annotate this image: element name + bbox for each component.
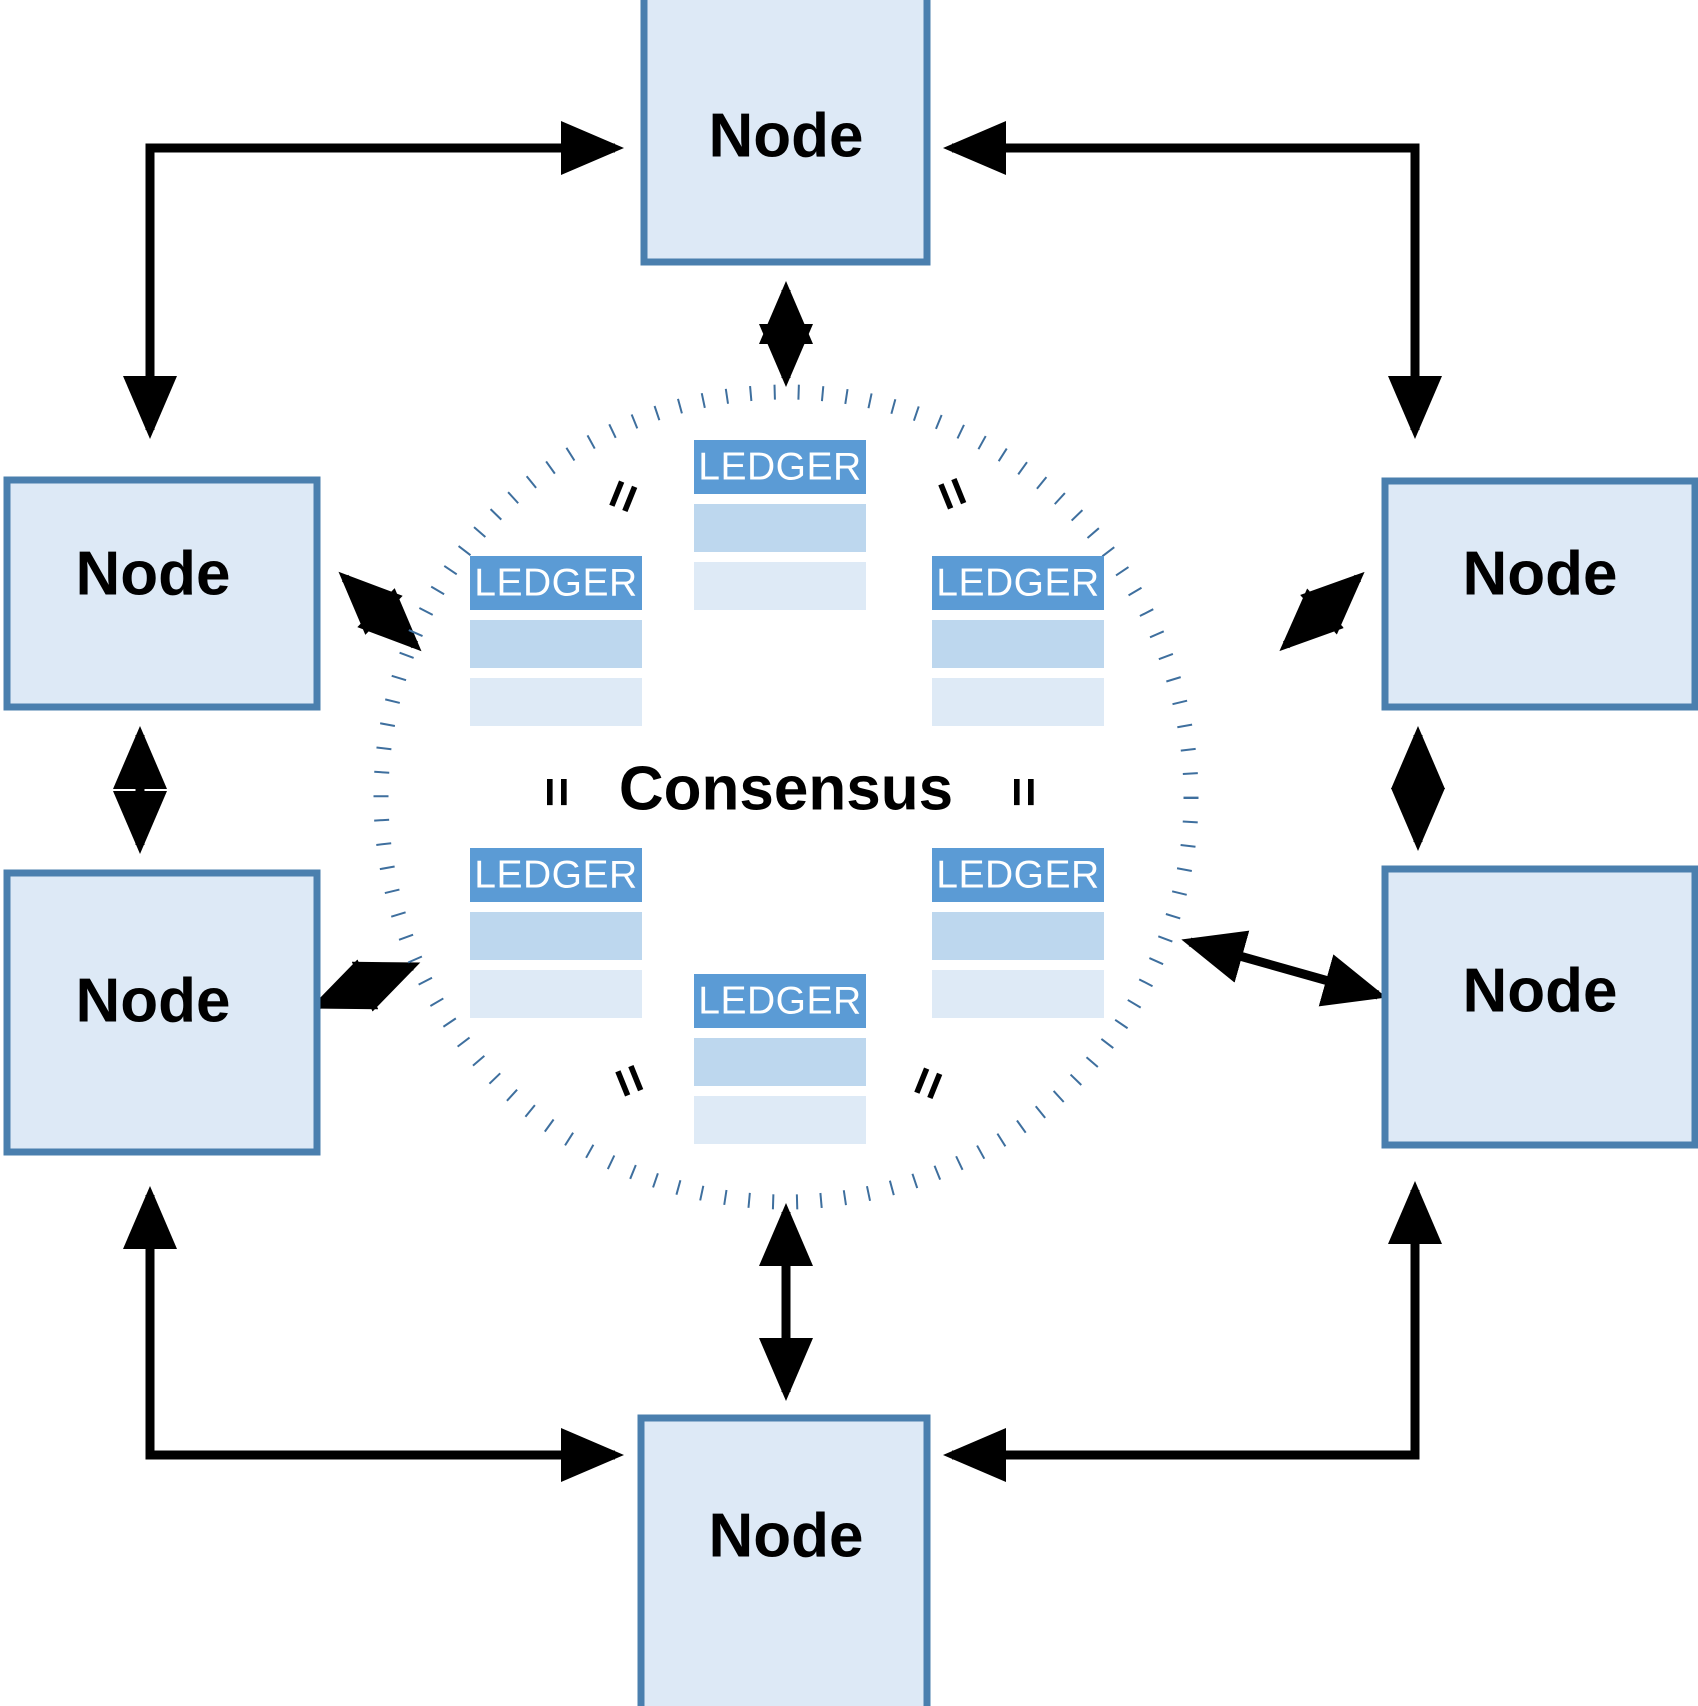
ledger-right-upper[interactable]: LEDGER [932,556,1104,726]
node-top-label: Node [709,101,864,170]
link-botleft-elbow [123,1186,624,1482]
node-left-lower[interactable]: Node [3,869,321,1156]
spoke-right-lower [1181,930,1387,1007]
eq-lower-left-icon: = [596,1056,661,1106]
ledger-left-upper[interactable]: LEDGER [470,556,642,726]
node-right-lower-label: Node [1463,956,1618,1025]
ledger-bottom-label: LEDGER [698,979,861,1022]
ledger-right-lower[interactable]: LEDGER [932,848,1104,1018]
node-left-upper-rect[interactable] [3,476,321,711]
ledger-left-upper-header[interactable] [470,556,642,610]
node-left-upper[interactable]: Node [3,476,321,711]
link-topright-elbow [943,121,1442,439]
node-top-rect[interactable] [640,0,931,266]
node-right-upper[interactable]: Node [1381,477,1698,711]
ledger-bottom-header[interactable] [694,974,866,1028]
ledger-right-lower-row-3 [932,970,1104,1018]
ledger-top-row-2 [694,504,866,552]
spoke-right-upper [1279,571,1365,652]
spoke-left-lower [309,959,421,1012]
ledger-right-lower-header[interactable] [932,848,1104,902]
node-right-lower-rect[interactable] [1381,865,1698,1149]
node-right-upper-rect[interactable] [1381,477,1698,711]
ledger-right-upper-label: LEDGER [936,561,1099,604]
ledger-right-lower-label: LEDGER [936,853,1099,896]
spoke-connectors [309,281,1387,1401]
ledger-left-lower-row-2 [470,912,642,960]
node-top[interactable]: Node [640,0,931,266]
ledger-left-lower-row-3 [470,970,642,1018]
ledger-right-upper-header[interactable] [932,556,1104,610]
ledger-left-lower[interactable]: LEDGER [470,848,642,1018]
consensus-label: Consensus [619,754,953,823]
node-bottom[interactable]: Node [637,1414,931,1706]
ledger-left-upper-row-2 [470,620,642,668]
node-left-upper-label: Node [76,539,231,608]
ledger-right-lower-row-2 [932,912,1104,960]
node-right-upper-label: Node [1463,539,1618,608]
ledger-bottom-row-2 [694,1038,866,1086]
ledger-top[interactable]: LEDGER [694,440,866,610]
eq-mid-right-icon: = [994,777,1052,807]
ledger-top-label: LEDGER [698,445,861,488]
eq-upper-left-icon: = [590,471,655,521]
ledger-left-lower-header[interactable] [470,848,642,902]
eq-lower-right-icon: = [895,1058,960,1108]
ledger-bottom-row-3 [694,1096,866,1144]
node-bottom-label: Node [709,1501,864,1570]
ledger-left-upper-row-3 [470,678,642,726]
ledger-right-upper-row-3 [932,678,1104,726]
ledger-bottom[interactable]: LEDGER [694,974,866,1144]
ledger-right-upper-row-2 [932,620,1104,668]
eq-upper-right-icon: = [919,469,984,519]
consensus-boundary-circle [373,384,1199,1210]
ledger-top-header[interactable] [694,440,866,494]
spoke-left-upper [338,571,422,652]
eq-mid-left-icon: = [527,777,585,807]
ledger-left-upper-label: LEDGER [474,561,637,604]
node-left-lower-label: Node [76,966,231,1035]
outer-connectors [113,121,1445,1482]
link-botright-elbow [943,1181,1442,1482]
node-left-lower-rect[interactable] [3,869,321,1156]
node-bottom-rect[interactable] [637,1414,931,1706]
link-topleft-elbow [123,121,624,439]
ledger-left-lower-label: LEDGER [474,853,637,896]
ledger-top-row-3 [694,562,866,610]
node-right-lower[interactable]: Node [1381,865,1698,1149]
node-boxes: Node Node Node Node Node Node [3,0,1698,1706]
